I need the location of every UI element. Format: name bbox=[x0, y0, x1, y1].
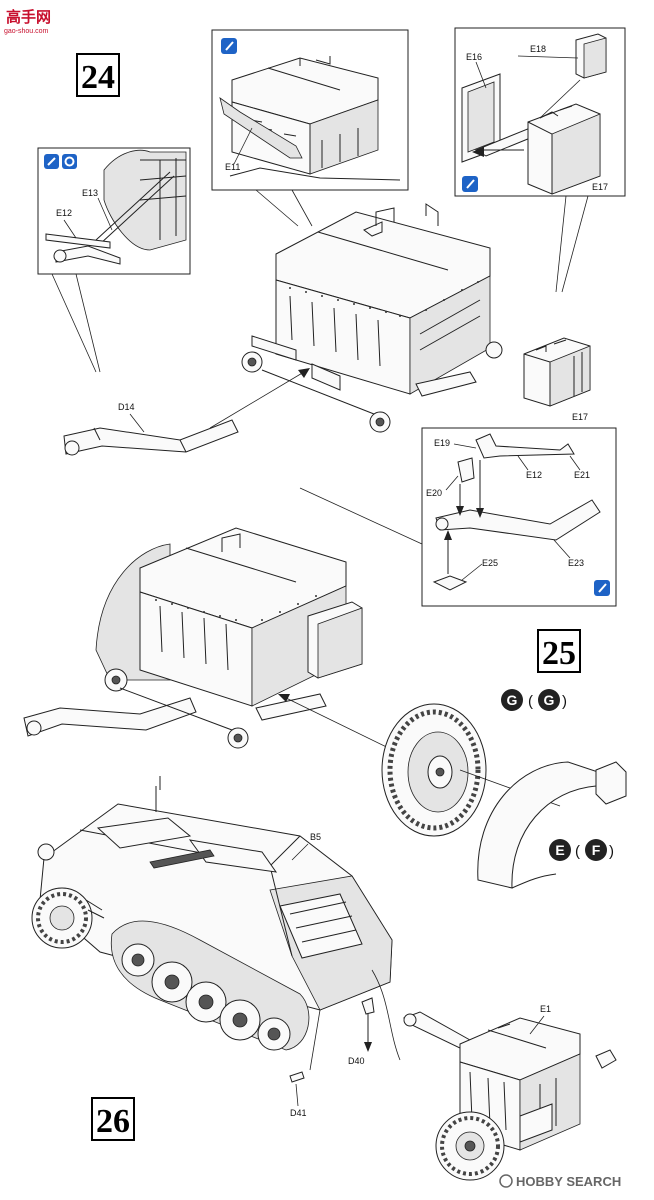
label-e19: E19 bbox=[434, 438, 450, 448]
step-24-number: 24 bbox=[81, 59, 115, 96]
variant-wheel-main: G bbox=[507, 692, 518, 708]
label-e21: E21 bbox=[574, 470, 590, 480]
jerrycan-e17: E17 bbox=[523, 337, 591, 422]
paint-icon bbox=[462, 176, 478, 192]
label-e18: E18 bbox=[530, 44, 546, 54]
inset-e12-e13: E13 E12 bbox=[37, 147, 191, 275]
svg-text:(: ( bbox=[528, 693, 533, 710]
label-e20: E20 bbox=[426, 488, 442, 498]
svg-text:): ) bbox=[609, 843, 614, 860]
variant-fender-main: E bbox=[555, 842, 564, 858]
glue-icon bbox=[62, 154, 77, 169]
label-e17-loose: E17 bbox=[572, 412, 588, 422]
label-e11: E11 bbox=[225, 162, 240, 172]
svg-text:): ) bbox=[562, 693, 567, 710]
logo-subtitle: gao-shou.com bbox=[4, 28, 49, 35]
svg-text:(: ( bbox=[575, 843, 580, 860]
step-25-box: 25 bbox=[537, 629, 581, 673]
label-d41: D41 bbox=[290, 1108, 307, 1118]
step-24-box: 24 bbox=[76, 53, 120, 97]
halftrack-vehicle: B5 bbox=[31, 776, 393, 1051]
inset-e16-e18: E16 E18 E17 bbox=[454, 27, 626, 197]
label-e13: E13 bbox=[82, 188, 98, 198]
inset-e19-e25: E19 E12 E21 E20 E23 E25 bbox=[421, 427, 617, 607]
footer-brand: HOBBY SEARCH bbox=[516, 1174, 621, 1189]
logo-title: 高手网 bbox=[6, 8, 51, 26]
step-26-number: 26 bbox=[96, 1103, 130, 1140]
label-e16: E16 bbox=[466, 52, 482, 62]
variant-mark-fender: E ( F ) bbox=[549, 839, 614, 861]
step-25-number: 25 bbox=[542, 635, 576, 672]
label-b5: B5 bbox=[310, 832, 321, 842]
inset-e11: E11 bbox=[211, 29, 409, 191]
trailer-step25 bbox=[23, 527, 363, 749]
paint-icon bbox=[221, 38, 237, 54]
trailer-step24 bbox=[241, 203, 503, 433]
fender bbox=[477, 761, 627, 889]
label-d14: D14 bbox=[118, 402, 135, 412]
footer-watermark: HOBBY SEARCH bbox=[499, 1174, 621, 1189]
tow-parts: D40 D41 bbox=[289, 969, 401, 1118]
drawbar-d14: D14 bbox=[63, 402, 239, 456]
label-e1: E1 bbox=[540, 1004, 551, 1014]
label-e12: E12 bbox=[56, 208, 72, 218]
label-e17: E17 bbox=[592, 182, 608, 192]
wheel bbox=[381, 703, 487, 837]
trailer25-rivets bbox=[155, 595, 317, 621]
step-26-box: 26 bbox=[91, 1097, 135, 1141]
label-e25: E25 bbox=[482, 558, 498, 568]
trailer-rivets bbox=[289, 281, 479, 317]
towed-trailer: E1 bbox=[403, 1004, 617, 1181]
variant-fender-alt: F bbox=[592, 842, 601, 858]
label-d40: D40 bbox=[348, 1056, 365, 1066]
paint-icon bbox=[44, 154, 59, 169]
site-logo: 高手网 gao-shou.com bbox=[4, 8, 51, 35]
paint-icon bbox=[594, 580, 610, 596]
variant-mark-wheel: G ( G ) bbox=[501, 689, 567, 711]
variant-wheel-alt: G bbox=[544, 692, 555, 708]
label-e12-b: E12 bbox=[526, 470, 542, 480]
label-e23: E23 bbox=[568, 558, 584, 568]
